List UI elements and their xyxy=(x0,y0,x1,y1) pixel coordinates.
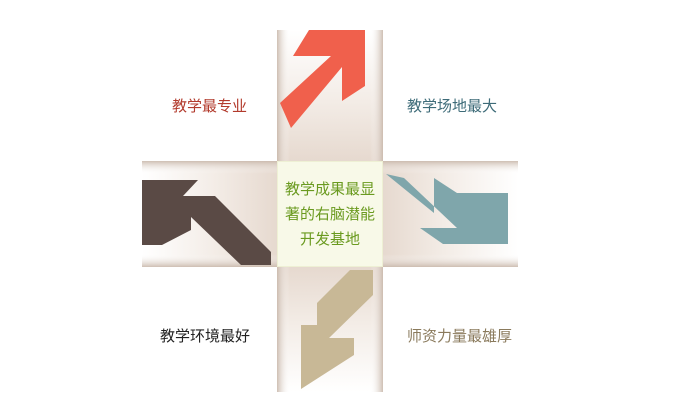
arrow-up-left-icon xyxy=(142,180,271,265)
label-top-left: 教学最专业 xyxy=(172,97,248,115)
arrow-down-right-icon xyxy=(386,174,508,244)
center-box: 教学成果最显 著的右脑潜能 开发基地 xyxy=(277,161,383,267)
center-line-2: 著的右脑潜能 xyxy=(284,204,375,223)
arrow-up-right-icon xyxy=(280,30,365,128)
label-bottom-right: 师资力量最雄厚 xyxy=(407,327,513,345)
center-line-3: 开发基地 xyxy=(299,229,360,248)
center-line-1: 教学成果最显 xyxy=(284,179,375,198)
label-bottom-left: 教学环境最好 xyxy=(160,327,251,345)
label-top-right: 教学场地最大 xyxy=(407,97,498,115)
arrow-down-left-icon xyxy=(301,270,373,389)
